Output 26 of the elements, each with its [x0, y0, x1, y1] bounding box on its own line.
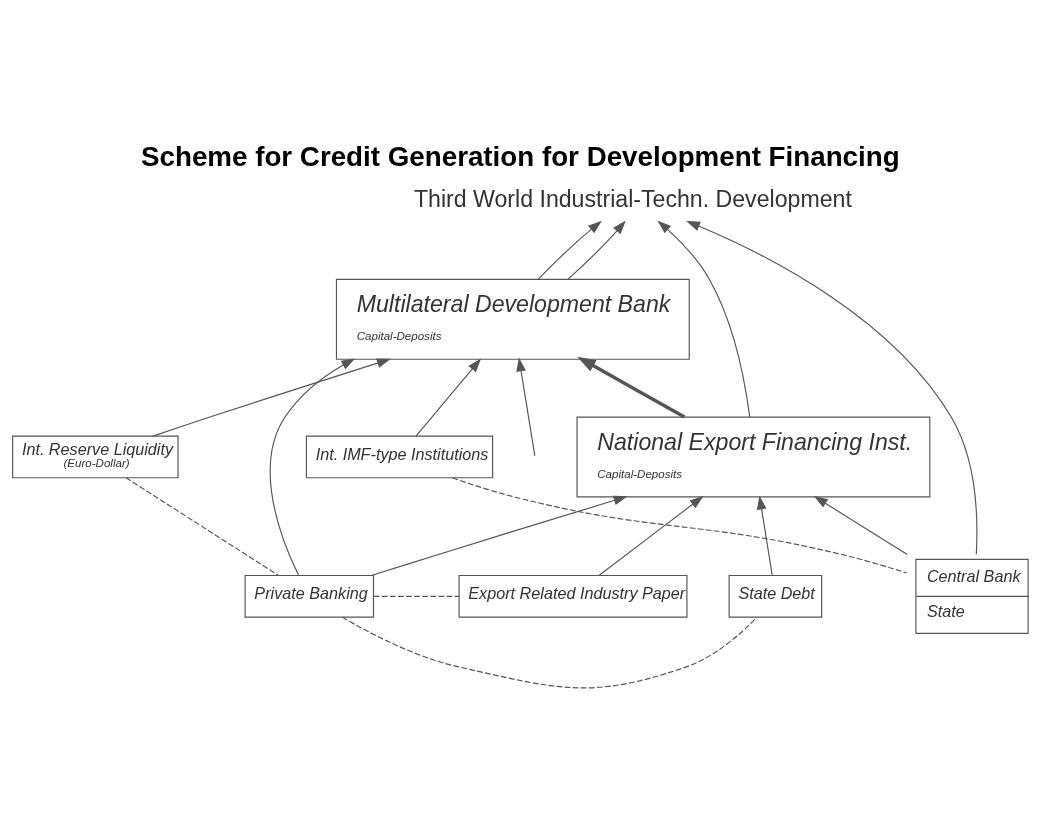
node-box: State Debt	[728, 574, 823, 618]
connector	[452, 477, 908, 574]
arrow	[756, 495, 773, 576]
node-box: Private Banking	[244, 574, 375, 618]
arrow	[516, 357, 536, 457]
arrow	[269, 358, 356, 576]
connector	[341, 616, 758, 689]
arrow	[657, 220, 751, 418]
node-box: Export Related Industry Paper	[458, 574, 688, 618]
node-box: Int. IMF-type Institutions	[305, 435, 494, 479]
arrow	[537, 220, 602, 280]
diagram-title: Scheme for Credit Generation for Development Financing	[141, 141, 900, 173]
node-box: Int. Reserve Liquidity (Euro-Dollar)	[12, 435, 179, 479]
connector	[125, 477, 279, 576]
node-box: Multilateral Development Bank Capital-Deposits	[335, 278, 690, 360]
arrow	[813, 496, 908, 556]
node-box: National Export Financing Inst. Capital-Deposits	[576, 416, 931, 498]
arrow	[598, 495, 704, 576]
node-text: Third World Industrial-Techn. Development	[413, 185, 852, 212]
arrow	[415, 358, 482, 437]
arrow	[370, 495, 628, 577]
arrow	[686, 220, 978, 555]
connector	[373, 595, 460, 597]
arrow	[152, 358, 391, 437]
arrow	[577, 356, 686, 419]
arrow	[567, 220, 626, 280]
